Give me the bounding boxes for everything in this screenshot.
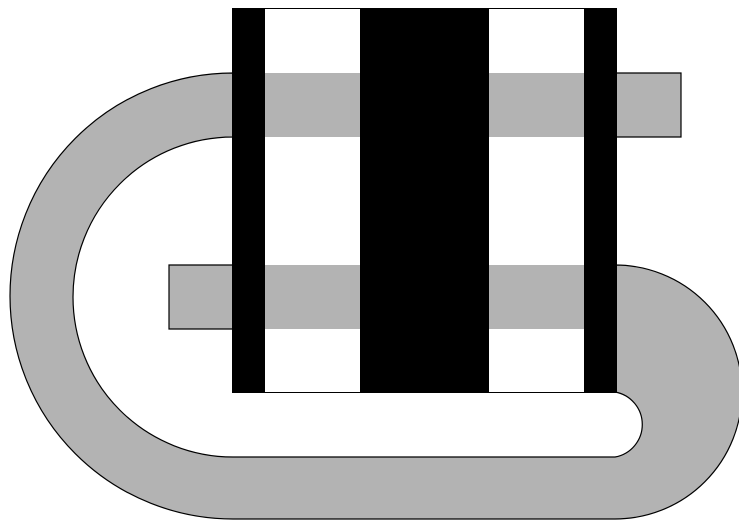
strip-lower-left-band	[265, 265, 360, 329]
strip-top-left-band	[265, 73, 360, 137]
block-white-band-left	[265, 9, 360, 392]
strip-right-end	[617, 73, 681, 137]
striped-block	[232, 8, 617, 393]
block-white-band-right	[489, 9, 584, 392]
strip-top-right-band	[489, 73, 584, 137]
strip-lower-right-band	[489, 265, 584, 329]
strip-left-end	[169, 265, 232, 329]
